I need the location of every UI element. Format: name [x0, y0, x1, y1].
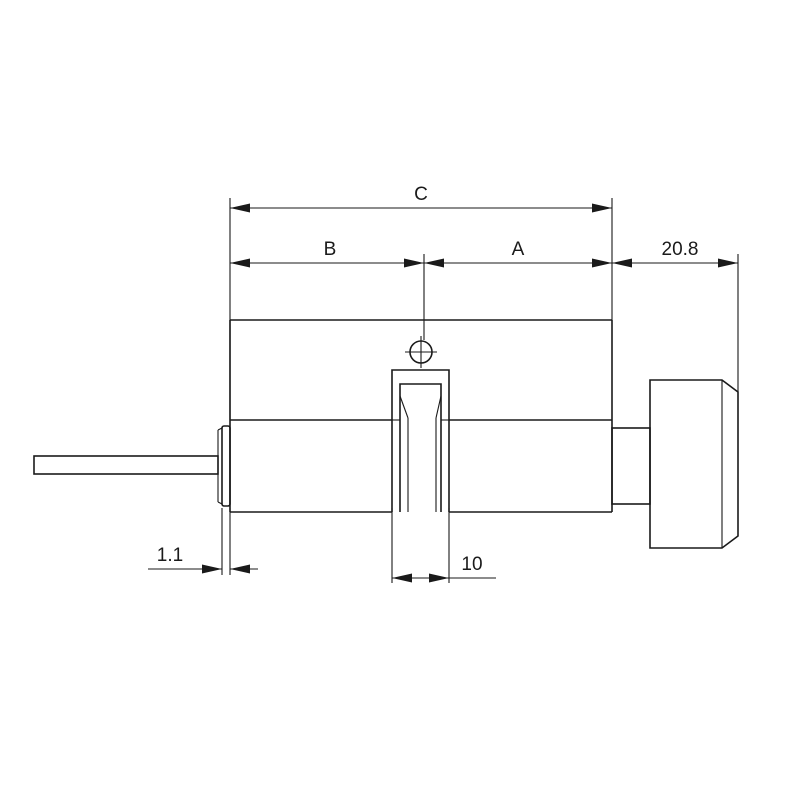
dimension-flange-thickness-label: 1.1: [157, 545, 183, 566]
dimension-c-label: C: [414, 184, 428, 205]
dimension-c: C: [230, 184, 612, 213]
cam: [391, 369, 450, 512]
thumb-turn-knob: [649, 379, 739, 549]
dimension-b-label: B: [324, 239, 337, 260]
flange-ring: [217, 425, 231, 507]
dimension-a-label: A: [512, 239, 525, 260]
dimension-b: B: [230, 239, 424, 268]
dimension-a: A: [424, 239, 612, 268]
dimension-cam-width-label: 10: [461, 554, 482, 575]
dimension-flange-thickness: 1.1: [148, 545, 258, 574]
dimension-knob-length-label: 20.8: [662, 239, 699, 260]
dimension-cam-width: 10: [392, 554, 496, 583]
thumb-turn-shaft: [611, 427, 651, 505]
fixing-screw-hole-icon: [405, 336, 437, 368]
thumb-turn: [611, 379, 739, 549]
dimension-knob-length: 20.8: [612, 239, 738, 268]
tailpiece-rod: [33, 455, 219, 475]
